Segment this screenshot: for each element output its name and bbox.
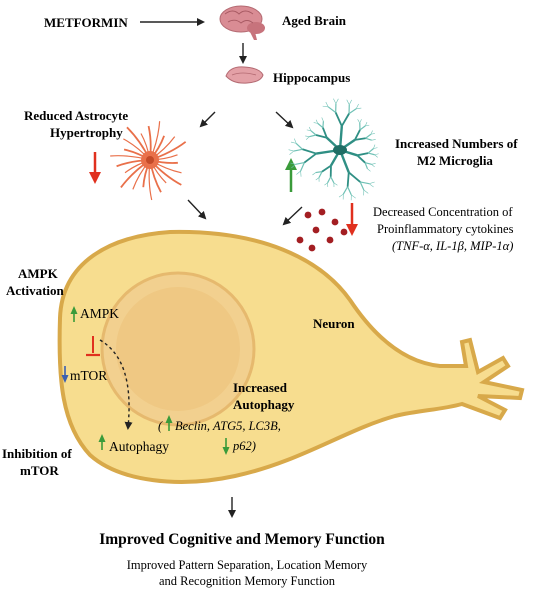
neuron-label: Neuron [313,316,355,331]
nucleus [116,287,240,411]
p62-down-arrow [222,438,230,455]
increased-autophagy-line2: Autophagy [233,397,295,412]
astrocyte-icon [110,121,187,201]
cytokine-label-line1: Decreased Concentration of [373,205,513,219]
ampk-to-autophagy-dashed-arrow [99,339,133,430]
microglia-icon [288,98,379,201]
cytokine-label-line2: Proinflammatory cytokines [377,222,514,236]
inhibition-line1: Inhibition of [2,446,72,461]
ampk-text: AMPK [80,306,119,321]
microglia-label-line1: Increased Numbers of [395,136,518,151]
autophagy-up-arrow [98,434,106,450]
astrocyte-label-line2: Hypertrophy [50,125,123,140]
astrocyte-label-line1: Reduced Astrocyte [24,108,128,123]
hippo-to-astrocyte-arrow [199,111,216,128]
increased-autophagy-line1: Increased [233,380,288,395]
mtor-text: mTOR [70,368,107,383]
ampk-activation-line1: AMPK [18,266,59,281]
cytokine-dots [296,208,348,252]
ampk-activation-line2: Activation [6,283,65,298]
markers-open-paren: ( [158,419,163,433]
microglia-up-arrow [285,158,297,192]
outcome-sub-line2: and Recognition Memory Function [159,574,336,588]
inhibition-line2: mTOR [20,463,59,478]
autophagy-text: Autophagy [109,439,169,454]
metformin-label: METFORMIN [44,15,128,30]
ampk-up-arrow [70,306,78,322]
aged-brain-label: Aged Brain [282,13,347,28]
astrocyte-down-arrow [89,152,101,184]
hippocampus-label: Hippocampus [273,70,350,85]
outcome-title: Improved Cognitive and Memory Function [99,531,385,548]
astrocyte-to-neuron-arrow [187,199,207,220]
mtor-down-arrow [61,366,69,383]
outcome-sub-line1: Improved Pattern Separation, Location Me… [127,558,368,572]
microglia-label-line2: M2 Microglia [417,153,493,168]
aged-brain-icon [219,5,265,40]
cytokine-down-arrow [346,203,358,236]
beclin-up-arrow [165,415,173,431]
microglia-to-neuron-arrow [282,206,303,226]
hippo-to-microglia-arrow [275,111,294,129]
cytokine-label-line3: (TNF-α, IL-1β, MIP-1α) [392,239,513,253]
hippocampus-icon [225,66,264,84]
ampk-inhibits-mtor [86,336,100,357]
markers-line2: p62) [232,439,256,453]
markers-line1: Beclin, ATG5, LC3B, [175,419,281,433]
